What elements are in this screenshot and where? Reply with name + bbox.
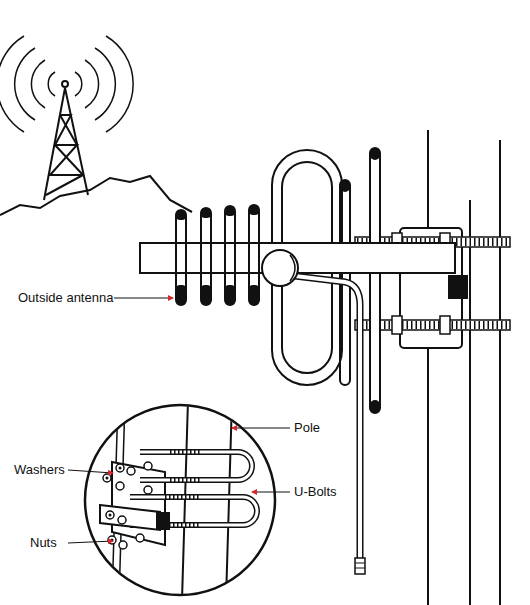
pole	[428, 130, 500, 605]
part-label: Outside antenna	[18, 290, 113, 306]
transmission-tower	[44, 81, 88, 200]
inset-detail	[100, 400, 257, 600]
feed-hub	[262, 250, 298, 286]
signal-waves	[0, 36, 133, 132]
part-label: Pole	[294, 420, 320, 436]
detail-inset	[85, 405, 275, 595]
part-label: U-Bolts	[294, 484, 337, 500]
part-label: Nuts	[30, 535, 57, 551]
part-label: Washers	[14, 462, 65, 478]
leader-lines	[68, 298, 290, 543]
hill-outline	[0, 176, 192, 215]
coax-cable	[295, 276, 365, 574]
director-elements	[140, 205, 455, 305]
antenna-boom	[140, 243, 468, 299]
